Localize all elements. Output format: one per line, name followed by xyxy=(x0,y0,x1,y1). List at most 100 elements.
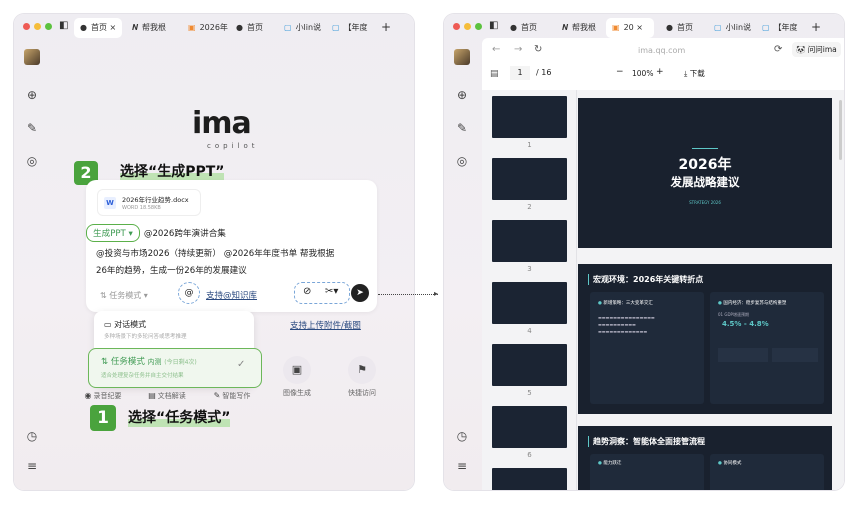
download-button[interactable]: ⤓ 下载 xyxy=(684,69,705,78)
close-window-button[interactable] xyxy=(453,23,460,30)
panel-heading: ● 国内经济：稳步复苏与结构重塑 xyxy=(718,301,787,306)
mention-button[interactable]: @ xyxy=(178,282,200,304)
new-chat-icon[interactable]: ⊕ xyxy=(26,88,38,102)
history-icon[interactable]: ◷ xyxy=(26,429,38,443)
scrollbar[interactable] xyxy=(839,100,842,160)
thumbnail-1[interactable]: 1 xyxy=(492,96,567,149)
sidebar-toggle-icon[interactable]: ◧ xyxy=(59,20,69,31)
gdp-metric: 4.5% - 4.8% xyxy=(722,320,769,328)
ima-icon: ● xyxy=(236,23,243,32)
sub-card xyxy=(718,348,768,362)
tab-home[interactable]: ●首页 × xyxy=(74,18,122,38)
quick-recording[interactable]: ◉录音纪要 xyxy=(75,391,131,401)
item-desc: 多种场景下的多轮问答或思考推理 xyxy=(104,334,187,340)
mode-selector[interactable]: ⇅ 任务模式 ▾ xyxy=(100,291,148,300)
ask-ima-button[interactable]: 🐼 问问ima xyxy=(792,42,841,57)
maximize-window-button[interactable] xyxy=(475,23,482,30)
dropdown-item-task[interactable]: ⇅ 任务模式 内测 (今日剩4次) 适合处理复杂任务并自主交付结果 ✓ xyxy=(88,348,262,388)
item-desc: 适合处理复杂任务并自主交付结果 xyxy=(101,373,184,379)
panel-title: 能力跃迁 xyxy=(603,461,622,466)
slide-subtitle: 发展战略建议 xyxy=(670,175,740,189)
tab-home-2[interactable]: ●首页 xyxy=(230,18,286,38)
tab-bilibili-2[interactable]: ▢【年度 xyxy=(756,18,806,38)
avatar[interactable] xyxy=(24,49,40,65)
thumbnail-2[interactable]: 2 xyxy=(492,158,567,211)
tab-ppt[interactable]: ▣2026年 xyxy=(182,18,238,38)
tab-label: 小lin说 xyxy=(725,23,752,32)
thumbnail-5[interactable]: 5 xyxy=(492,344,567,397)
tab-label: 【年度 xyxy=(773,23,798,32)
dropdown-item-chat[interactable]: ▭ 对话模式 xyxy=(104,320,147,329)
zoom-out-button[interactable]: − xyxy=(616,67,624,77)
tab-label: 帮我根 xyxy=(572,23,597,32)
thumb-number: 3 xyxy=(527,265,532,273)
history-icon[interactable]: ◷ xyxy=(456,429,468,443)
close-tab-icon[interactable]: × xyxy=(636,23,643,32)
menu-icon[interactable]: ≡ xyxy=(456,459,468,473)
tab-bilibili-1[interactable]: ▢小lin说 xyxy=(278,18,334,38)
bilibili-icon: ▢ xyxy=(714,23,722,32)
close-tab-icon[interactable]: × xyxy=(109,23,117,32)
quick-doc-read[interactable]: ▤文档解读 xyxy=(139,391,195,401)
compass-icon[interactable]: ◎ xyxy=(456,154,468,168)
minimize-window-button[interactable] xyxy=(464,23,471,30)
prompt-line-3[interactable]: 26年的趋势，生成一份26年的发展建议 xyxy=(96,266,247,276)
prompt-line-1[interactable]: 生成PPT ▾@2026跨年演讲合集 xyxy=(86,224,226,242)
tab-ppt[interactable]: ▣20 × xyxy=(606,18,654,38)
thumbnail-toggle-icon[interactable]: ▤ xyxy=(490,69,499,79)
thumbnail-4[interactable]: 4 xyxy=(492,282,567,335)
prompt-line-2[interactable]: @投资与市场2026（持续更新） @2026年年度书单 帮我根据 xyxy=(96,249,335,259)
step-1-label: 选择“任务模式” xyxy=(128,407,231,427)
item-title: 任务模式 xyxy=(110,357,145,367)
tab-home[interactable]: ●首页 xyxy=(504,18,554,38)
refresh-ai-icon[interactable]: ⟳ xyxy=(774,44,783,55)
forward-button[interactable]: → xyxy=(514,44,523,55)
tab-bilibili-1[interactable]: ▢小lin说 xyxy=(708,18,762,38)
menu-icon[interactable]: ≡ xyxy=(26,459,38,473)
download-label: 下载 xyxy=(689,69,705,78)
sidebar-toggle-icon[interactable]: ◧ xyxy=(489,20,499,31)
send-button[interactable]: ➤ xyxy=(351,284,369,302)
tab-bilibili-2[interactable]: ▢【年度 xyxy=(326,18,376,38)
bilibili-icon: ▢ xyxy=(762,23,770,32)
maximize-window-button[interactable] xyxy=(45,23,52,30)
paperclip-icon[interactable]: ⊘ xyxy=(303,286,312,297)
new-tab-button[interactable]: + xyxy=(381,20,392,34)
slide-1: 2026年 发展战略建议 STRATEGY 2026 xyxy=(578,98,832,248)
page-input[interactable]: 1 xyxy=(510,66,530,80)
url-bar[interactable]: ima.qq.com xyxy=(638,46,686,55)
compass-icon[interactable]: ◎ xyxy=(26,154,38,168)
avatar[interactable] xyxy=(454,49,470,65)
attach-tools-group: ⊘ ✂▾ xyxy=(294,282,350,304)
slide-panel: ● 新增策略：三大变革交汇 ▬▬▬▬▬▬▬▬▬▬▬▬▬▬▬▬▬▬▬▬▬▬▬▬▬▬… xyxy=(590,292,704,404)
accent-line xyxy=(692,148,718,149)
thumbnail-7[interactable] xyxy=(492,468,567,490)
attachment-chip[interactable]: W 2026年行业趋势.docx WORD 18.58KB xyxy=(98,190,200,215)
notes-icon[interactable]: ✎ xyxy=(456,121,468,135)
reload-button[interactable]: ↻ xyxy=(534,44,543,55)
doc-icon: ▤ xyxy=(148,391,156,400)
pdf-viewer: ← → ↻ ima.qq.com ⟳ 🐼 问问ima ▤ 1 / 16 − 10… xyxy=(482,38,844,490)
quick-image-gen[interactable]: ▣图像生成 xyxy=(272,356,322,398)
notes-icon[interactable]: ✎ xyxy=(26,121,38,135)
scissors-icon[interactable]: ✂▾ xyxy=(325,286,339,297)
back-button[interactable]: ← xyxy=(492,44,501,55)
thumbnail-3[interactable]: 3 xyxy=(492,220,567,273)
close-window-button[interactable] xyxy=(23,23,30,30)
quick-access[interactable]: ⚑快捷访问 xyxy=(337,356,387,398)
slide-title: 2026年 xyxy=(678,157,732,173)
generate-ppt-tag[interactable]: 生成PPT ▾ xyxy=(86,224,140,242)
minimize-window-button[interactable] xyxy=(34,23,41,30)
zoom-in-button[interactable]: + xyxy=(656,67,664,77)
thumbnail-6[interactable]: 6 xyxy=(492,406,567,459)
new-tab-button[interactable]: + xyxy=(811,20,822,34)
tab-label: 首页 xyxy=(520,23,537,32)
quick-writing[interactable]: ✎智能写作 xyxy=(204,391,260,401)
tab-home-2[interactable]: ●首页 xyxy=(660,18,710,38)
new-chat-icon[interactable]: ⊕ xyxy=(456,88,468,102)
